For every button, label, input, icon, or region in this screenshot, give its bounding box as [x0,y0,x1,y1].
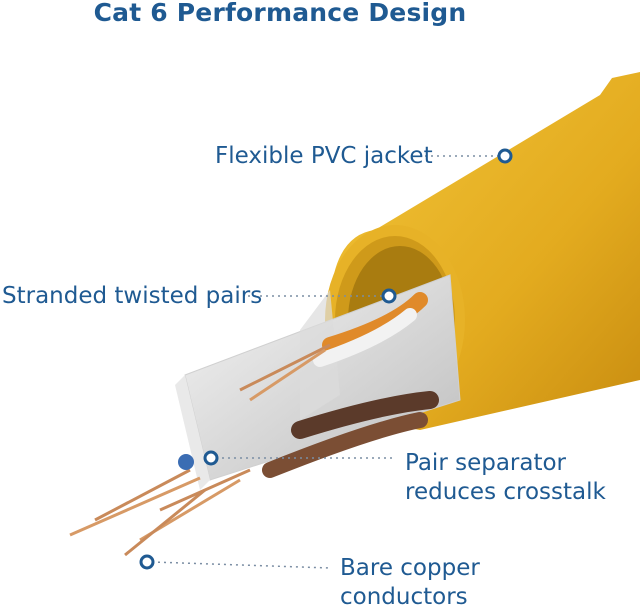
label-bare-copper-line1: Bare copper [340,555,480,581]
label-pvc-jacket: Flexible PVC jacket [215,143,433,169]
label-pair-separator: Pair separator reduces crosstalk [405,449,606,507]
label-bare-copper-line2: conductors [340,584,468,610]
page-title: Cat 6 Performance Design [93,0,467,27]
label-twisted-pairs: Stranded twisted pairs [2,283,263,309]
callout-jacket-leader [425,148,513,164]
label-pair-separator-line2: reduces crosstalk [405,479,606,505]
callout-twisted-leader [248,288,397,304]
twisted-pairs [69,292,439,557]
callout-separator-leader [203,450,392,466]
callout-copper-leader [139,554,331,570]
label-bare-copper: Bare copper conductors [340,554,480,612]
label-pair-separator-line1: Pair separator [405,450,567,476]
